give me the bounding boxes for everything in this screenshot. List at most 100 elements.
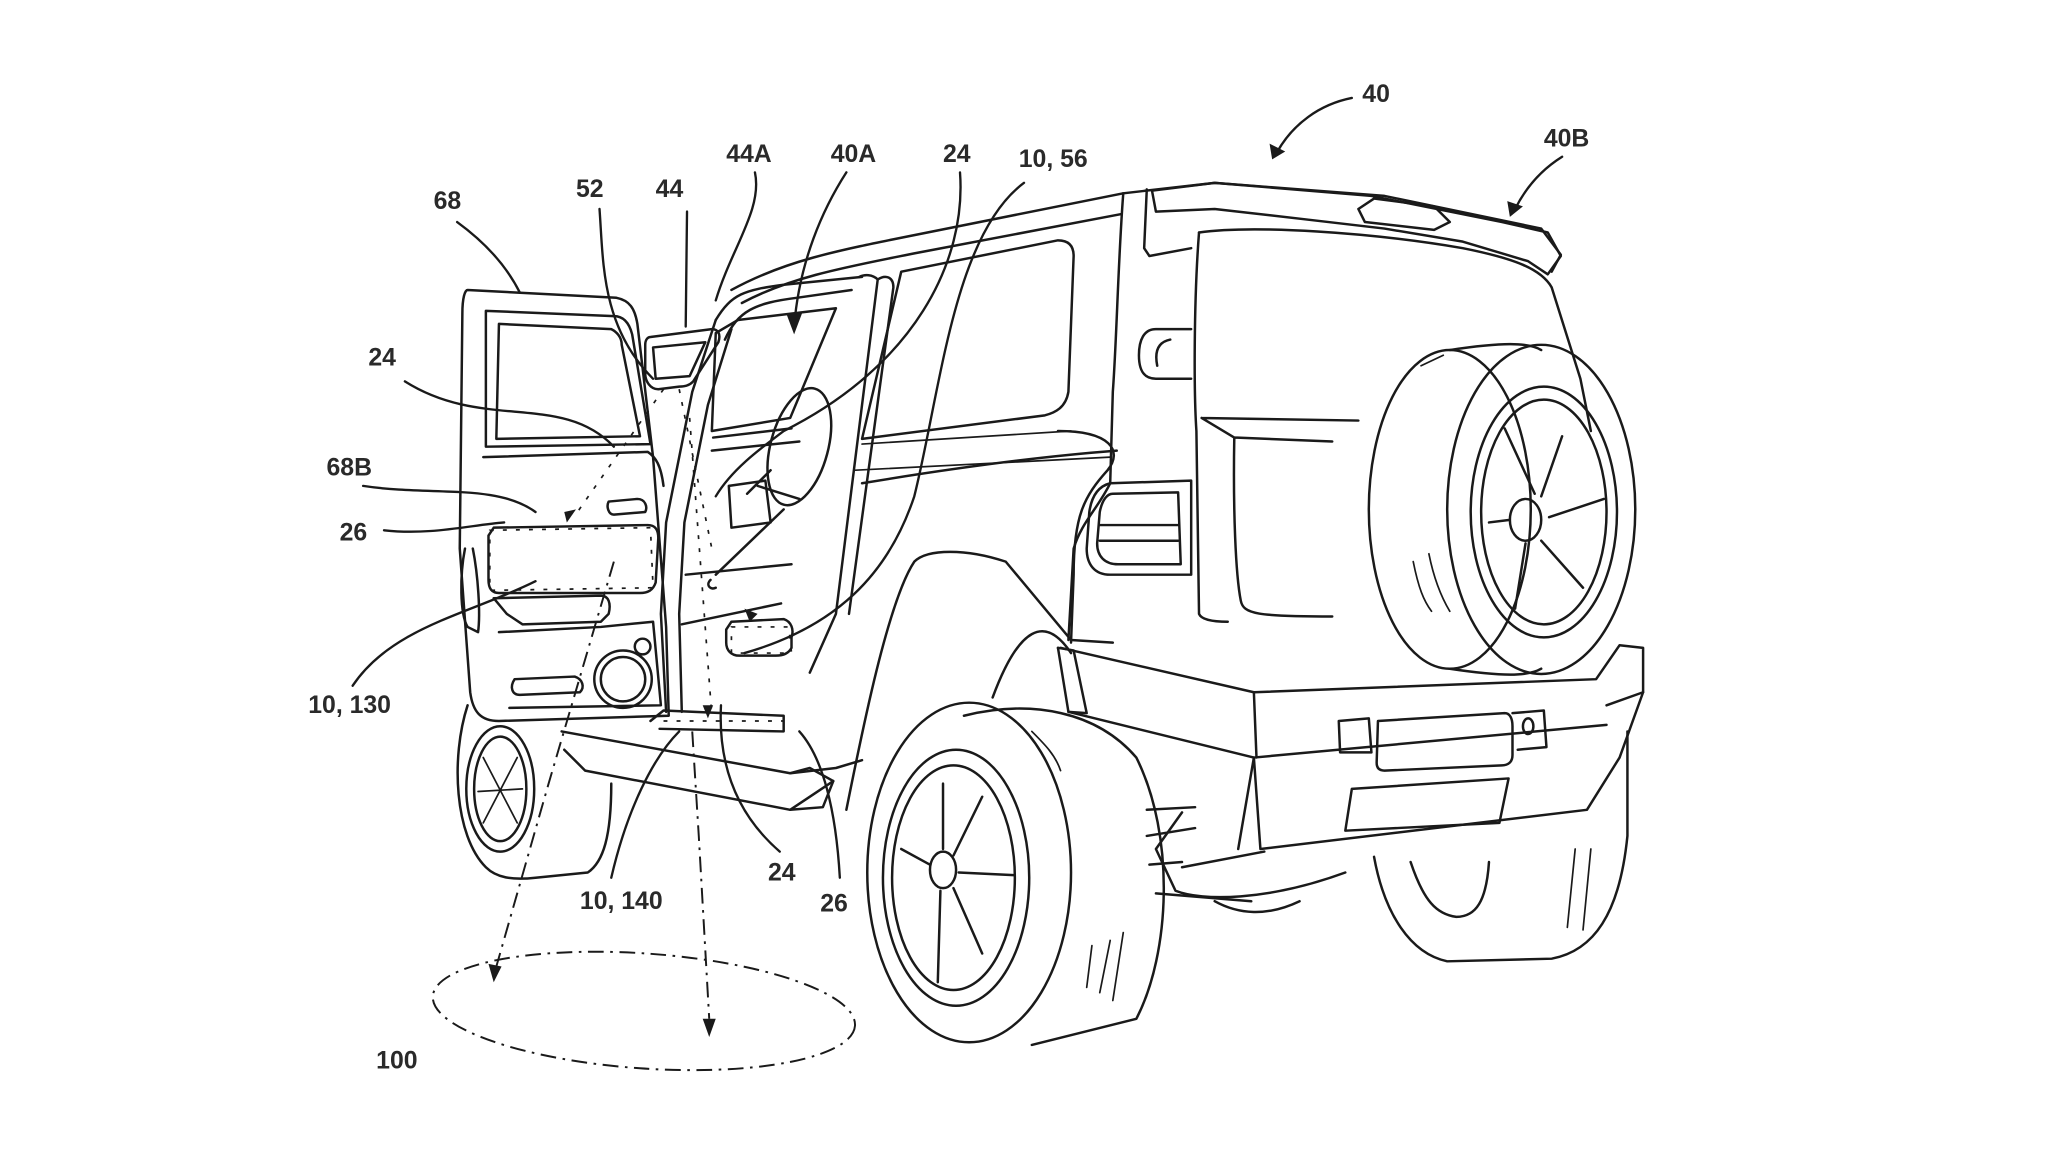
spare-hub — [1508, 497, 1543, 542]
rear-tire-back — [962, 707, 1166, 1047]
sill-beam-arrowhead — [702, 1018, 716, 1038]
bumper-left-end — [1056, 646, 1088, 715]
mirror-housing — [643, 327, 721, 391]
door-light-arrowhead — [564, 509, 576, 523]
door-lock-switch — [606, 497, 648, 516]
dashboard — [710, 427, 801, 452]
b-pillar — [808, 273, 895, 674]
tail-light — [1085, 479, 1193, 576]
door-belt-line — [482, 450, 665, 488]
leader-26-door — [382, 521, 506, 533]
leader-44 — [684, 210, 689, 328]
footwell-lamp — [724, 617, 794, 657]
door-beam-to-ground — [495, 561, 615, 967]
leader-44a — [714, 171, 758, 302]
label-100: 100 — [376, 1047, 417, 1074]
leader-40b — [1513, 155, 1564, 211]
label-40a: 40A — [831, 141, 877, 168]
label-40b: 40B — [1544, 125, 1590, 152]
shift-lever — [707, 508, 785, 590]
running-board-end — [788, 766, 835, 812]
spare-spokes — [1487, 427, 1606, 610]
windshield-frame — [714, 275, 864, 341]
steering-wheel — [766, 386, 833, 507]
leader-26-bottom — [798, 730, 842, 879]
door-window-glass — [495, 322, 642, 441]
mirror-glass — [651, 340, 707, 381]
rear-spokes — [899, 782, 1015, 984]
door-tweeter — [633, 637, 652, 656]
front-rim-inner — [472, 735, 528, 843]
rear-tread-marks — [1030, 730, 1125, 1002]
footwell-arrowhead — [744, 608, 758, 622]
door-outer-frame — [458, 288, 670, 723]
running-board-face — [563, 748, 835, 812]
bumper-corner — [1236, 691, 1608, 851]
leader-24-bottom — [719, 704, 781, 853]
side-crease-1 — [854, 430, 1112, 472]
vehicle-body — [710, 181, 1593, 812]
sill-arrowhead — [702, 705, 714, 719]
leader-10-56 — [743, 181, 1026, 655]
plate-lamp-left — [1337, 717, 1373, 754]
rear-bumper — [1056, 643, 1645, 899]
rear-near-wheel — [866, 701, 1166, 1047]
front-spokes — [477, 756, 524, 824]
reference-labels: 40 40B 44A 40A 24 10, 56 68 52 44 24 68B… — [308, 81, 1589, 1075]
sill-plate — [649, 709, 785, 733]
rear-axle — [1145, 805, 1301, 914]
leader-40-arrowhead — [1269, 143, 1286, 160]
c-pillar-inner — [1142, 188, 1193, 258]
label-44a: 44A — [726, 141, 772, 168]
door-armrest-panel — [487, 523, 660, 595]
pillar-light-beam — [688, 417, 713, 716]
interior — [659, 318, 833, 714]
rear-hub — [928, 850, 958, 890]
door-hinge-edge — [460, 547, 481, 634]
brake-light — [1357, 197, 1452, 232]
ground-illumination-pattern — [431, 950, 857, 1072]
rear-door-handle — [1137, 327, 1193, 381]
floor-line — [680, 563, 793, 626]
rear-tire-face — [866, 701, 1073, 1044]
tow-hook-right — [1511, 709, 1548, 751]
label-24-bottom: 24 — [768, 859, 796, 886]
rear-wheel-arch-inner — [991, 630, 1073, 699]
side-mirror — [643, 327, 721, 391]
far-rear-tire-inner — [1409, 860, 1491, 919]
leader-24-top — [714, 171, 962, 498]
license-plate — [1375, 711, 1514, 772]
door-pull-handle — [492, 594, 611, 626]
running-board-top — [560, 730, 864, 775]
leader-10-130 — [351, 580, 537, 687]
label-10-140: 10, 140 — [580, 888, 663, 915]
door-speaker-inner — [599, 655, 647, 703]
roof-inner-line — [740, 212, 1122, 305]
bumper-bottom — [1154, 811, 1347, 899]
bumper-top — [1059, 643, 1645, 707]
front-window — [710, 307, 838, 433]
far-rear-tread — [1566, 848, 1592, 931]
tail-light-inner — [1095, 491, 1182, 566]
front-tire — [456, 704, 613, 880]
mirror-light-cone-right — [678, 389, 713, 549]
running-board — [560, 709, 864, 812]
label-10-130: 10, 130 — [308, 692, 391, 719]
spare-tire — [1367, 342, 1637, 676]
undercarriage — [1145, 805, 1301, 914]
door-light-24 — [488, 526, 654, 592]
rear-hatch-panel — [1200, 416, 1360, 618]
leader-lines — [351, 96, 1564, 879]
spoiler — [1150, 181, 1563, 276]
label-68: 68 — [434, 188, 462, 215]
door-speaker — [593, 649, 653, 710]
leader-68b — [361, 484, 537, 514]
a-pillar — [659, 318, 733, 714]
leader-40a — [792, 171, 848, 328]
leader-40 — [1276, 96, 1354, 153]
far-rear-wheel — [1372, 730, 1629, 963]
spare-rim-outer — [1469, 385, 1619, 639]
front-wheel — [456, 704, 613, 880]
door-lower-panel — [497, 620, 663, 710]
